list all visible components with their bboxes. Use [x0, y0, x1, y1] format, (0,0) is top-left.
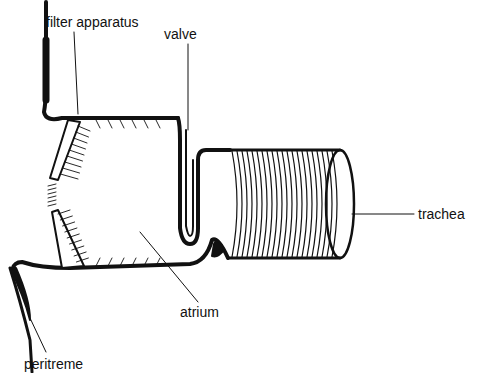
tracheal-ring — [277, 151, 282, 257]
filter-hair — [74, 252, 86, 256]
tracheal-ring — [297, 151, 302, 257]
tracheal-ring — [282, 151, 287, 257]
filter-hair — [108, 258, 112, 266]
tracheal-ring — [247, 151, 252, 257]
filter-hair — [132, 120, 136, 128]
filter-hair — [48, 184, 56, 186]
tracheal-ring — [292, 151, 297, 257]
part-label: trachea — [418, 206, 465, 222]
filter-hair — [76, 132, 89, 137]
filter-hair — [60, 216, 72, 220]
filter-hair — [96, 120, 100, 128]
filter-hair — [108, 120, 112, 128]
filter-hair — [144, 258, 148, 266]
filter-hair — [132, 258, 136, 266]
filter-hair — [156, 120, 160, 128]
filter-hair — [74, 138, 87, 143]
tracheal-ring — [307, 151, 312, 257]
filter-hair — [48, 192, 56, 194]
filter-hair — [65, 162, 81, 167]
tracheal-ring — [332, 151, 337, 257]
filter-hair — [69, 150, 84, 155]
tracheal-ring — [312, 151, 317, 257]
filter-hair — [65, 228, 77, 232]
filter-hair — [48, 200, 56, 202]
tracheal-ring — [252, 151, 257, 257]
tracheal-ring — [302, 151, 307, 257]
tracheal-ring — [232, 151, 237, 257]
part-label: peritreme — [24, 356, 83, 372]
filter-hair — [72, 246, 84, 250]
filter-hair — [70, 240, 82, 244]
part-label: atrium — [180, 304, 219, 320]
tracheal-ring — [272, 151, 277, 257]
tracheal-ring — [267, 151, 272, 257]
tracheal-ring — [237, 151, 242, 257]
filter-hair — [63, 222, 75, 226]
filter-hair — [63, 168, 80, 173]
filter-hair — [48, 196, 56, 198]
filter-hair — [120, 120, 124, 128]
filter-hair — [96, 258, 100, 266]
tracheal-ring — [317, 151, 322, 257]
filter-hair — [58, 210, 70, 214]
part-label: filter apparatus — [46, 14, 139, 30]
tracheal-ring — [287, 151, 292, 257]
filter-hair — [60, 174, 78, 179]
tracheal-ring — [257, 151, 262, 257]
filter-hair — [67, 156, 83, 161]
filter-hair — [144, 120, 148, 128]
tracheal-ring — [327, 151, 332, 257]
filter-hair — [48, 188, 56, 190]
filter-hair — [76, 258, 88, 262]
filter-hair — [120, 258, 124, 266]
filter-hair — [156, 258, 160, 266]
filter-hair — [48, 204, 56, 206]
filter-hair — [71, 144, 85, 149]
tracheal-ring — [262, 151, 267, 257]
filter-hair — [78, 126, 90, 131]
tracheal-ring — [242, 151, 247, 257]
part-label: valve — [164, 26, 197, 42]
filter-hair — [67, 234, 79, 238]
tracheal-ring — [322, 151, 327, 257]
